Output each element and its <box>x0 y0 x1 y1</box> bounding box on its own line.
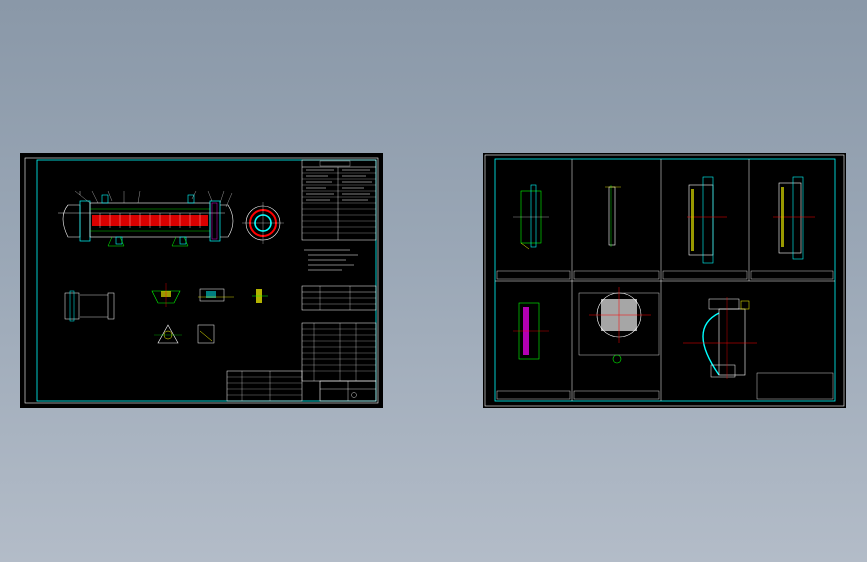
part-view-4[interactable] <box>773 176 815 260</box>
bom-table[interactable] <box>226 370 303 402</box>
outer-frame <box>484 154 845 407</box>
part-view-3[interactable] <box>687 176 727 264</box>
nozzle-table[interactable] <box>301 285 377 311</box>
technical-data-table[interactable] <box>301 159 377 241</box>
detail-view-support[interactable] <box>154 324 182 344</box>
detail-view-weld-2[interactable] <box>198 288 234 302</box>
inner-frame <box>36 159 377 402</box>
end-view[interactable] <box>242 202 284 244</box>
exchanger-main-view[interactable] <box>58 190 234 247</box>
parts-list-table[interactable] <box>301 322 377 382</box>
part-drawings-canvas <box>484 154 845 407</box>
detail-view-saddle[interactable] <box>197 324 215 344</box>
detail-view-gasket[interactable] <box>252 289 268 303</box>
part-view-2[interactable] <box>605 185 621 247</box>
part-view-1[interactable] <box>513 184 549 250</box>
part-view-6-tube-sheet[interactable] <box>578 287 660 364</box>
assembly-drawing-canvas <box>24 157 379 404</box>
technical-notes <box>304 249 358 271</box>
assembly-drawing-sheet[interactable] <box>20 153 383 408</box>
outer-frame <box>24 157 379 404</box>
detail-view-flange[interactable] <box>64 290 115 322</box>
inner-frame <box>494 158 836 402</box>
part-view-5[interactable] <box>513 302 549 360</box>
detail-view-weld-1[interactable] <box>151 283 181 307</box>
title-block[interactable] <box>319 380 377 402</box>
part-drawings-sheet[interactable] <box>483 153 846 408</box>
part-view-7-head[interactable] <box>683 297 757 379</box>
